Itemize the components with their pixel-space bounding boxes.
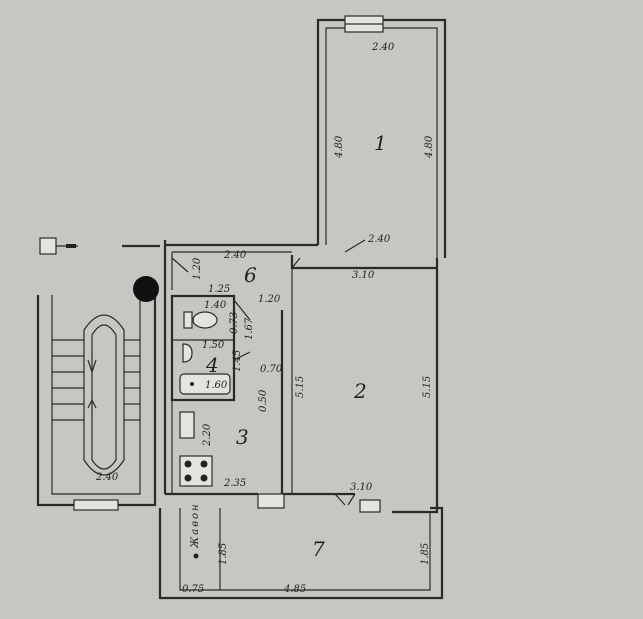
toilet-tank-icon bbox=[183, 311, 193, 329]
dim-r2-top: 3.10 bbox=[352, 270, 375, 281]
dim-r6-top: 2.40 bbox=[223, 250, 247, 261]
dim-wc-h: 0.73 bbox=[229, 312, 240, 334]
dim-r1-left: 4.80 bbox=[334, 135, 345, 159]
arrow-down-icon bbox=[87, 359, 97, 373]
dim-r1-top: 2.40 bbox=[371, 42, 395, 53]
dim-050: 0.50 bbox=[258, 389, 269, 412]
dim-r6-left: 1.20 bbox=[192, 257, 203, 280]
bathtub-icon bbox=[179, 373, 231, 395]
dim-kitchen-h: 2.20 bbox=[202, 423, 213, 447]
dim-kitchen-bottom: 2.35 bbox=[223, 478, 246, 489]
wc-bath-block bbox=[170, 294, 251, 402]
stair-window bbox=[73, 499, 119, 511]
dim-r2-left: 5.15 bbox=[295, 376, 306, 398]
arrow-up-icon bbox=[87, 399, 97, 409]
dim-wc-w: 1.40 bbox=[204, 300, 227, 311]
toilet-icon bbox=[192, 311, 218, 329]
chute-icon bbox=[133, 276, 159, 302]
room-number-1: 1 bbox=[374, 131, 387, 155]
kitchen-window bbox=[257, 493, 285, 509]
door-balcony bbox=[334, 493, 356, 506]
dim-070: 0.70 bbox=[260, 364, 283, 375]
door-room-2 bbox=[291, 257, 301, 269]
dim-wc-top: 1.25 bbox=[208, 284, 230, 295]
dim-bath-h: 1.45 bbox=[232, 350, 243, 372]
dim-r2-right: 5.15 bbox=[422, 376, 433, 398]
dim-r1-right: 4.80 bbox=[424, 135, 435, 159]
room-3-kitchen bbox=[163, 298, 285, 509]
room-number-6: 6 bbox=[244, 263, 257, 287]
balcony-label: Жавон bbox=[190, 502, 201, 549]
room-7-balcony bbox=[158, 506, 444, 600]
stairwell bbox=[36, 293, 157, 511]
room-6-walls bbox=[163, 240, 318, 298]
dim-167: 1.67 bbox=[244, 317, 255, 340]
dimensions: 2.40 4.80 4.80 2.40 2.40 1.20 3.10 5.15 … bbox=[95, 42, 435, 595]
dim-balc-left: 0.75 bbox=[182, 584, 204, 595]
stair-turn bbox=[83, 314, 125, 476]
room-numbers: 1 2 3 4 6 7 bbox=[205, 131, 387, 561]
dim-hall-w: 1.20 bbox=[258, 294, 281, 305]
dim-balc-left-h: 1.85 bbox=[218, 543, 229, 565]
door-room-6 bbox=[171, 257, 189, 273]
stair-steps bbox=[52, 339, 140, 421]
dim-stair-w: 2.40 bbox=[95, 472, 119, 483]
dim-bath-w: 1.60 bbox=[205, 380, 228, 391]
room-1 bbox=[316, 15, 447, 258]
dim-r2-bottom: 3.10 bbox=[350, 482, 373, 493]
room-number-7: 7 bbox=[312, 537, 325, 561]
room-number-2: 2 bbox=[353, 379, 367, 403]
dim-balc-bottom: 4.85 bbox=[283, 584, 306, 595]
room-number-3: 3 bbox=[236, 425, 249, 449]
dim-bath-top: 1.50 bbox=[202, 340, 225, 351]
dim-r1-bottom: 2.40 bbox=[367, 234, 391, 245]
shaft-icon bbox=[39, 237, 57, 255]
room-number-4: 4 bbox=[205, 353, 219, 377]
dim-balc-right-h: 1.85 bbox=[420, 543, 431, 565]
window-room-2 bbox=[359, 499, 381, 513]
kitchen-sink-icon bbox=[179, 411, 195, 439]
room-2 bbox=[280, 239, 439, 514]
door-room-1 bbox=[344, 239, 366, 253]
stove-icon bbox=[179, 455, 213, 487]
drain-icon bbox=[190, 382, 194, 386]
sink-icon bbox=[182, 343, 193, 363]
